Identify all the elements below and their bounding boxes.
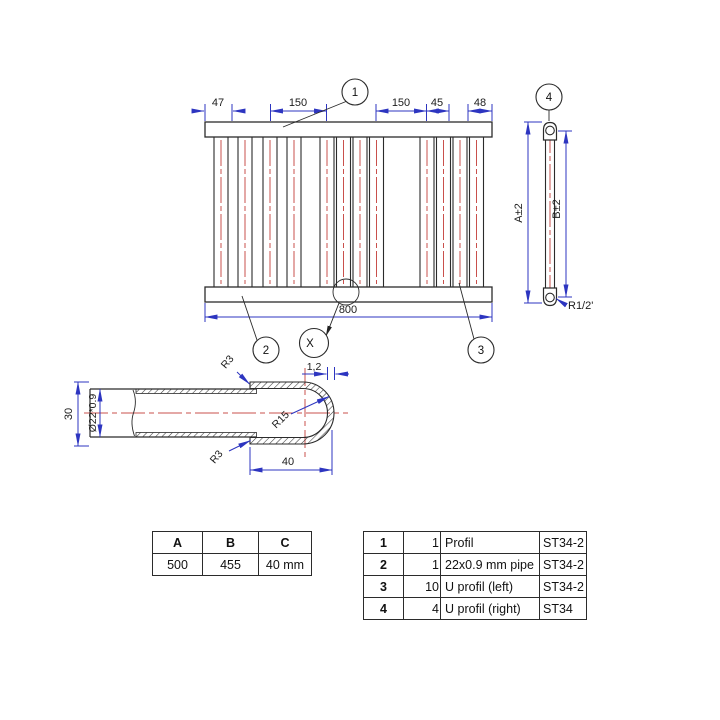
table-cell: 3 [363, 575, 404, 598]
dim-40-lines [249, 430, 333, 475]
parts-row: 2 1 22x0.9 mm pipe ST34-2 [363, 553, 587, 576]
fillet-bottom-leader [228, 440, 251, 452]
table-cell: ST34 [539, 597, 587, 620]
callout-1-label: 1 [352, 87, 358, 99]
callout-3-balloon [467, 336, 495, 364]
table-cell: 40 mm [258, 553, 312, 576]
pipe-wall-bottom [135, 432, 257, 438]
dim-wall-label: 1,2 [307, 361, 322, 373]
dim-radius-label: R15 [270, 409, 292, 431]
dimensions-table-value-row: 500 455 40 mm [152, 553, 312, 576]
dim-40-label: 40 [282, 456, 294, 468]
dim-45: 45 [431, 97, 443, 109]
dim-b-lines [558, 130, 572, 298]
side-view: A±2 B±2 4 R1/2' [513, 83, 593, 312]
table-cell: C [258, 531, 312, 554]
table-cell: 22x0.9 mm pipe [440, 553, 540, 576]
detail-label: X [306, 338, 314, 350]
tube-group-2 [319, 136, 385, 288]
thread-label: R1/2' [568, 300, 593, 312]
table-cell: B [202, 531, 259, 554]
dim-b-label: B±2 [551, 199, 563, 219]
fillet-bottom-label: R3 [208, 448, 226, 466]
top-fitting-hole [545, 125, 555, 136]
tube-group-1 [213, 136, 302, 288]
table-cell: ST34-2 [539, 575, 587, 598]
table-cell: 1 [403, 531, 441, 554]
thread-leader [555, 298, 568, 308]
bottom-collector-bar [204, 286, 493, 303]
table-cell: 4 [363, 597, 404, 620]
table-cell: A [152, 531, 203, 554]
table-cell: 1 [363, 531, 404, 554]
front-view: 47 150 150 45 48 800 1 2 3 X [191, 78, 495, 364]
table-cell: 2 [363, 553, 404, 576]
fillet-top-label: R3 [219, 353, 237, 371]
table-cell: U profil (right) [440, 597, 540, 620]
dim-150-right: 150 [392, 97, 410, 109]
section-detail-view: 30 Ø22*0.9 R3 R3 1,2 R15 40 [63, 353, 349, 475]
technical-drawing: 47 150 150 45 48 800 1 2 3 X [63, 78, 593, 475]
parts-row: 3 10 U profil (left) ST34-2 [363, 575, 587, 598]
detail-area-circle [332, 278, 360, 306]
table-cell: U profil (left) [440, 575, 540, 598]
dim-a-lines [524, 121, 542, 304]
table-cell: 500 [152, 553, 203, 576]
pipe-wall-top [135, 388, 257, 394]
callout-4-balloon [535, 83, 563, 111]
callout-3-label: 3 [478, 345, 484, 357]
table-cell: 4 [403, 597, 441, 620]
detail-balloon [298, 327, 330, 359]
dimensions-table-header-row: A B C [152, 531, 312, 554]
bottom-fitting-hole [545, 292, 555, 303]
dim-radius-leader [290, 396, 330, 415]
parts-row: 1 1 Profil ST34-2 [363, 531, 587, 554]
dim-30-label: 30 [63, 408, 75, 420]
detail-leader [325, 302, 340, 337]
tube-group-3 [419, 136, 485, 288]
callout-2-balloon [252, 336, 280, 364]
callout-1-balloon [341, 78, 369, 106]
top-collector-bar [204, 121, 493, 138]
table-cell: Profil [440, 531, 540, 554]
dim-pipe-label: Ø22*0.9 [87, 394, 99, 433]
fillet-top-leader [236, 371, 250, 385]
dim-150-left: 150 [289, 97, 307, 109]
callout-2-label: 2 [263, 345, 269, 357]
table-cell: 10 [403, 575, 441, 598]
dim-30-lines [74, 381, 89, 447]
callout-3-leader [458, 282, 475, 340]
parts-row: 4 4 U profil (right) ST34 [363, 597, 587, 620]
dim-800-lines [204, 303, 493, 322]
callout-2-leader [241, 295, 258, 341]
table-cell: 455 [202, 553, 259, 576]
callout-1-leader [282, 101, 347, 128]
dim-a-label: A±2 [513, 203, 525, 223]
table-cell: ST34-2 [539, 531, 587, 554]
dim-48: 48 [474, 97, 486, 109]
parts-list-table: 1 1 Profil ST34-2 2 1 22x0.9 mm pipe ST3… [363, 531, 587, 620]
table-cell: 1 [403, 553, 441, 576]
callout-4-label: 4 [546, 92, 553, 104]
dim-47: 47 [212, 97, 224, 109]
table-cell: ST34-2 [539, 553, 587, 576]
top-dim-extension-lines [204, 104, 493, 121]
dimensions-table: A B C 500 455 40 mm [152, 531, 312, 576]
dim-800: 800 [339, 304, 357, 316]
dim-wall-lines [302, 367, 349, 380]
